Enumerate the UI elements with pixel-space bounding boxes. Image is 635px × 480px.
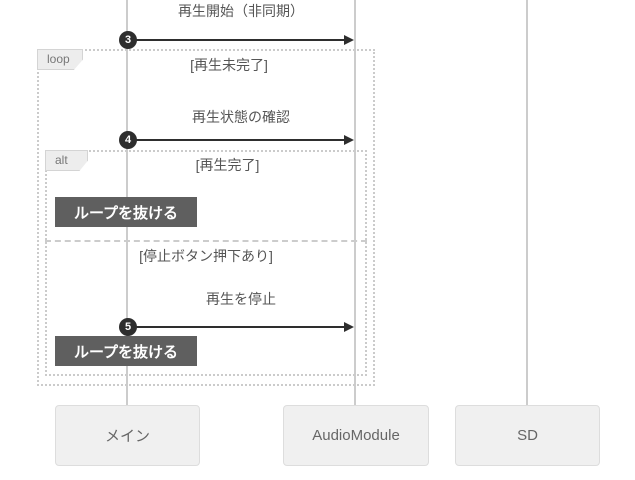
message-arrow-5 <box>127 326 345 328</box>
loop-frame <box>37 49 375 386</box>
participant-audiomodule: AudioModule <box>283 405 429 466</box>
message-label-3: 再生開始（非同期） <box>178 3 304 19</box>
participant-audiomodule-label: AudioModule <box>312 427 400 444</box>
sequence-number-badge-3: 3 <box>119 31 137 49</box>
participant-main-label: メイン <box>104 428 150 445</box>
arrowhead-icon <box>344 322 354 332</box>
break-note-2: ループを抜ける <box>55 336 197 366</box>
alt-guard-section2: [停止ボタン押下あり] <box>139 248 273 264</box>
participant-sd-label: SD <box>517 427 538 444</box>
alt-guard-section1: [再生完了] <box>195 157 260 173</box>
arrowhead-icon <box>344 35 354 45</box>
sequence-number-badge-4: 4 <box>119 131 137 149</box>
lifeline-audiomodule <box>354 0 356 405</box>
alt-frame <box>45 150 367 376</box>
participant-main: メイン <box>55 405 200 466</box>
alt-section-divider <box>45 240 367 242</box>
participant-sd: SD <box>455 405 600 466</box>
alt-keyword-tag: alt <box>45 150 88 171</box>
arrowhead-icon <box>344 135 354 145</box>
message-arrow-4 <box>127 139 345 141</box>
sequence-number-badge-5: 5 <box>119 318 137 336</box>
loop-keyword-tag: loop <box>37 49 83 70</box>
alt-keyword-label: alt <box>55 153 68 167</box>
message-arrow-3 <box>127 39 345 41</box>
loop-guard-label: [再生未完了] <box>190 57 268 73</box>
message-label-4: 再生状態の確認 <box>192 109 290 125</box>
message-label-5: 再生を停止 <box>206 291 276 307</box>
break-note-1: ループを抜ける <box>55 197 197 227</box>
lifeline-sd <box>526 0 528 405</box>
loop-keyword-label: loop <box>47 52 70 66</box>
